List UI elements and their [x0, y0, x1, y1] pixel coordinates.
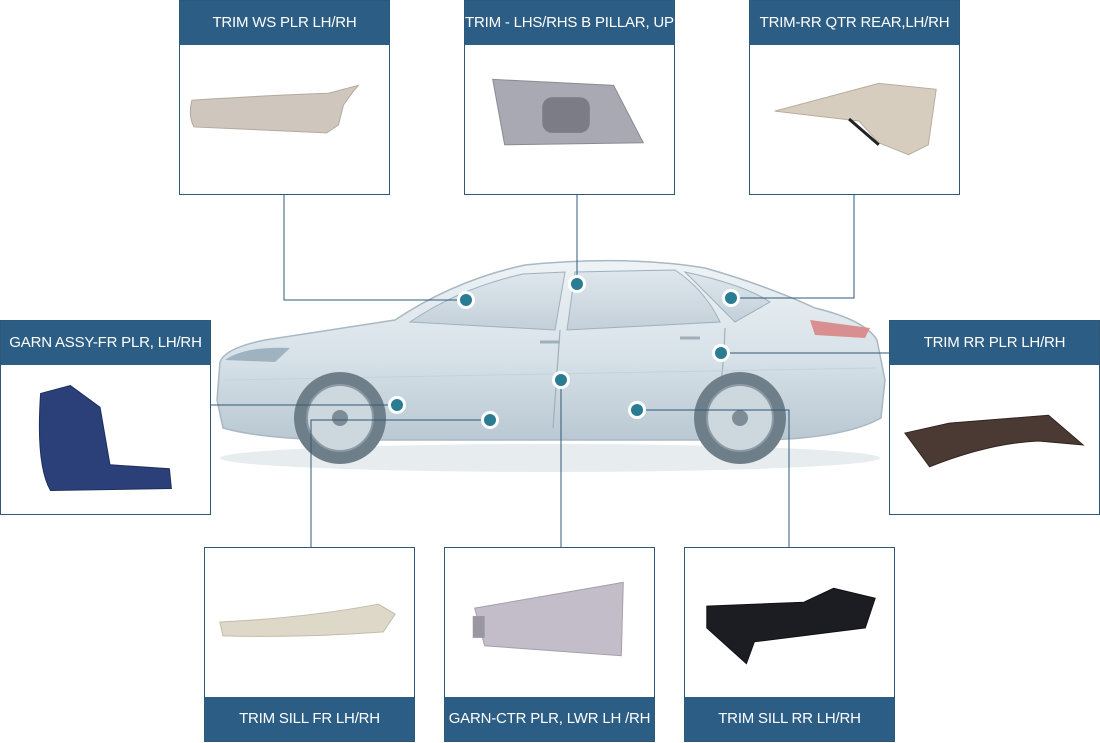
- part-label: TRIM - LHS/RHS B PILLAR, UPR: [465, 1, 685, 45]
- center-pillar-lower-garnish-photo: [445, 548, 654, 698]
- part-card-qtr-rear: TRIM-RR QTR REAR,LH/RH: [749, 0, 960, 195]
- part-label: TRIM-RR QTR REAR,LH/RH: [750, 1, 959, 45]
- rear-sill-trim-photo: [685, 548, 894, 698]
- part-card-sill-rr: TRIM SILL RR LH/RH: [684, 547, 895, 742]
- part-label: GARN-CTR PLR, LWR LH /RH: [445, 697, 654, 741]
- part-label: GARN ASSY-FR PLR, LH/RH: [1, 321, 210, 365]
- part-card-rr-pillar: TRIM RR PLR LH/RH: [889, 320, 1100, 515]
- front-sill-trim-photo: [205, 548, 414, 698]
- b-pillar-upper-trim-photo: [465, 45, 674, 195]
- part-card-ctr-pillar: GARN-CTR PLR, LWR LH /RH: [444, 547, 655, 742]
- rear-pillar-trim-photo: [890, 365, 1099, 515]
- part-card-b-pillar: TRIM - LHS/RHS B PILLAR, UPR: [464, 0, 685, 195]
- part-card-sill-fr: TRIM SILL FR LH/RH: [204, 547, 415, 742]
- rear-quarter-trim-photo: [750, 45, 959, 195]
- part-label: TRIM RR PLR LH/RH: [890, 321, 1099, 365]
- front-pillar-garnish-photo: [1, 365, 210, 515]
- part-label: TRIM SILL RR LH/RH: [685, 697, 894, 741]
- windshield-pillar-trim-photo: [180, 45, 389, 195]
- part-card-fr-pillar: GARN ASSY-FR PLR, LH/RH: [0, 320, 211, 515]
- part-label: TRIM WS PLR LH/RH: [180, 1, 389, 45]
- part-label: TRIM SILL FR LH/RH: [205, 697, 414, 741]
- part-card-ws-pillar: TRIM WS PLR LH/RH: [179, 0, 390, 195]
- sedan-car-image: [205, 250, 895, 480]
